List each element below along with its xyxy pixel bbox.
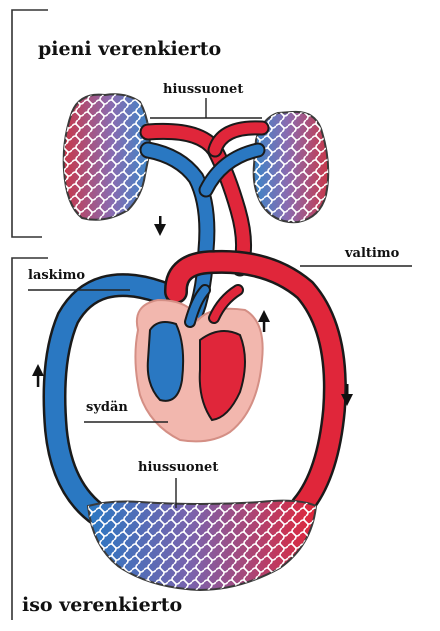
heart-icon xyxy=(135,290,262,441)
artery-label: valtimo xyxy=(345,246,399,261)
body-capillaries xyxy=(88,501,316,590)
pulmonary-circulation-title: pieni verenkierto xyxy=(38,38,221,60)
capillaries-label-top: hiussuonet xyxy=(163,82,243,97)
systemic-bracket xyxy=(12,258,48,620)
systemic-circulation-title: iso verenkierto xyxy=(22,594,182,616)
arrow-icon-up-left xyxy=(32,364,44,387)
left-lung-capillaries xyxy=(64,94,150,219)
arrow-icon-down-left-top xyxy=(154,216,166,236)
vein-label: laskimo xyxy=(28,268,85,283)
heart-label: sydän xyxy=(86,400,128,415)
capillaries-label-bottom: hiussuonet xyxy=(138,460,218,475)
